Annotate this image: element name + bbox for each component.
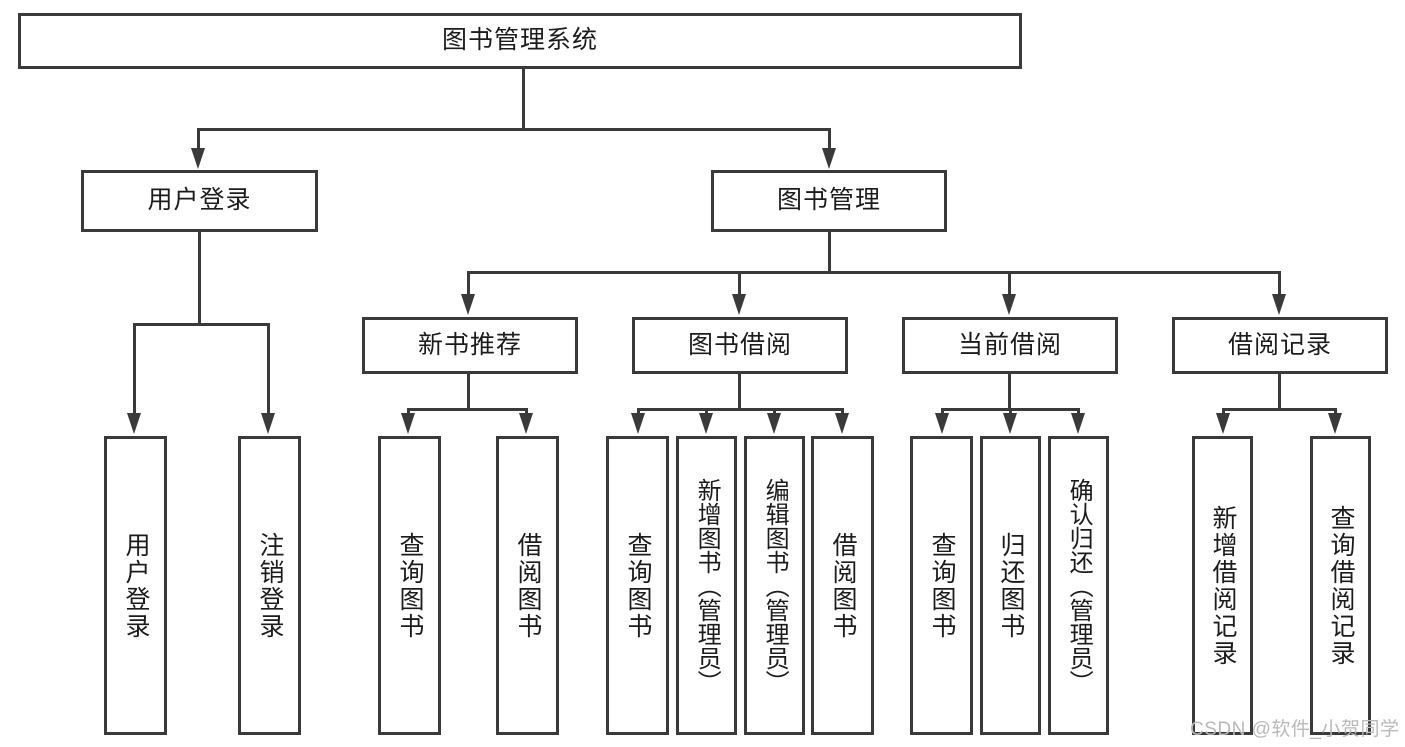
arrowhead-to-leaf-query-book-1 bbox=[401, 413, 415, 434]
leaf-query-borrow-record[interactable]: 查询借阅记录 bbox=[1310, 436, 1371, 735]
leaf-add-book-admin[interactable]: 新增图书（管理员） bbox=[676, 436, 737, 735]
node-root-book-management-system[interactable]: 图书管理系统 bbox=[18, 13, 1022, 69]
connector-book-borrow-drop-1 bbox=[637, 408, 640, 415]
connector-current-borrow-drop-1 bbox=[941, 408, 944, 415]
arrowhead-to-leaf-query-book-3 bbox=[935, 413, 949, 434]
arrowhead-to-leaf-query-book-2 bbox=[631, 413, 645, 434]
connector-root-drop-2 bbox=[828, 128, 831, 148]
connector-current-borrow-stem bbox=[1008, 374, 1011, 408]
leaf-label: 查询图书 bbox=[928, 531, 956, 640]
leaf-borrow-book[interactable]: 借阅图书 bbox=[811, 436, 874, 735]
leaf-label: 用户登录 bbox=[122, 531, 150, 640]
connector-level3-drop-1 bbox=[467, 271, 470, 294]
leaf-add-borrow-record[interactable]: 新增借阅记录 bbox=[1192, 436, 1253, 735]
leaf-label: 借阅图书 bbox=[829, 531, 857, 640]
leaf-label: 新增图书（管理员） bbox=[693, 477, 721, 694]
leaf-user-login[interactable]: 用户登录 bbox=[104, 436, 167, 735]
connector-borrow-record-bus bbox=[1222, 408, 1337, 411]
leaf-label: 借阅图书 bbox=[514, 531, 542, 640]
connector-new-book-drop-2 bbox=[525, 408, 528, 415]
leaf-confirm-return-admin[interactable]: 确认归还（管理员） bbox=[1048, 436, 1109, 735]
connector-root-bus bbox=[197, 128, 831, 131]
leaf-logout[interactable]: 注销登录 bbox=[238, 436, 301, 735]
leaf-query-book-current[interactable]: 查询图书 bbox=[910, 436, 973, 735]
arrowhead-to-leaf-query-record bbox=[1328, 413, 1342, 434]
leaf-query-book-borrow[interactable]: 查询图书 bbox=[606, 436, 669, 735]
arrowhead-to-leaf-confirm-return bbox=[1071, 413, 1085, 434]
node-label: 图书借阅 bbox=[687, 330, 792, 359]
leaf-return-book[interactable]: 归还图书 bbox=[980, 436, 1041, 735]
arrowhead-to-leaf-add-book bbox=[699, 413, 713, 434]
arrowhead-to-leaf-return-book bbox=[1003, 413, 1017, 434]
node-label: 图书管理 bbox=[776, 186, 881, 215]
node-user-login[interactable]: 用户登录 bbox=[81, 170, 318, 232]
connector-level3-drop-4 bbox=[1278, 271, 1281, 294]
connector-root-stem bbox=[522, 69, 525, 128]
node-label: 新书推荐 bbox=[417, 330, 522, 359]
arrowhead-to-leaf-borrow-book-2 bbox=[835, 413, 849, 434]
connector-user-login-bus bbox=[133, 323, 270, 326]
arrowhead-to-book-management bbox=[822, 148, 836, 169]
connector-root-drop-1 bbox=[197, 128, 200, 148]
connector-user-login-stem bbox=[198, 232, 201, 323]
node-borrow-record[interactable]: 借阅记录 bbox=[1172, 317, 1388, 374]
arrowhead-to-current-borrow bbox=[1002, 294, 1016, 315]
connector-new-book-drop-1 bbox=[407, 408, 410, 415]
node-book-management[interactable]: 图书管理 bbox=[711, 170, 947, 232]
connector-level3-drop-2 bbox=[738, 271, 741, 294]
connector-book-borrow-drop-4 bbox=[841, 408, 844, 415]
connector-level3-bus bbox=[467, 271, 1281, 274]
connector-borrow-record-drop-1 bbox=[1222, 408, 1225, 415]
connector-book-borrow-stem bbox=[738, 374, 741, 408]
node-label: 当前借阅 bbox=[957, 330, 1062, 359]
arrowhead-to-book-borrow bbox=[732, 294, 746, 315]
arrowhead-to-leaf-logout bbox=[261, 413, 275, 434]
connector-book-borrow-drop-3 bbox=[773, 408, 776, 415]
arrowhead-to-leaf-edit-book bbox=[767, 413, 781, 434]
leaf-label: 编辑图书（管理员） bbox=[761, 477, 789, 694]
csdn-watermark: CSDN @软件_小贺同学 bbox=[1190, 719, 1400, 740]
leaf-label: 确认归还（管理员） bbox=[1065, 477, 1093, 694]
node-label: 用户登录 bbox=[147, 186, 252, 215]
leaf-borrow-book-recommend[interactable]: 借阅图书 bbox=[496, 436, 559, 735]
connector-level3-drop-3 bbox=[1008, 271, 1011, 294]
connector-current-borrow-drop-3 bbox=[1077, 408, 1080, 415]
node-new-book-recommend[interactable]: 新书推荐 bbox=[362, 317, 578, 374]
connector-borrow-record-stem bbox=[1278, 374, 1281, 408]
connector-book-borrow-bus bbox=[637, 408, 844, 411]
leaf-query-book-recommend[interactable]: 查询图书 bbox=[378, 436, 441, 735]
node-label: 图书管理系统 bbox=[441, 26, 598, 55]
connector-book-management-stem bbox=[828, 232, 831, 271]
leaf-label: 归还图书 bbox=[997, 531, 1025, 640]
leaf-label: 注销登录 bbox=[256, 531, 284, 640]
arrowhead-to-borrow-record bbox=[1272, 294, 1286, 315]
arrowhead-to-user-login bbox=[191, 148, 205, 169]
connector-user-login-drop-2 bbox=[267, 323, 270, 415]
leaf-label: 新增借阅记录 bbox=[1209, 504, 1237, 667]
connector-book-borrow-drop-2 bbox=[705, 408, 708, 415]
leaf-edit-book-admin[interactable]: 编辑图书（管理员） bbox=[744, 436, 805, 735]
node-book-borrow[interactable]: 图书借阅 bbox=[632, 317, 848, 374]
arrowhead-to-leaf-borrow-book-1 bbox=[519, 413, 533, 434]
arrowhead-to-leaf-add-record bbox=[1216, 413, 1230, 434]
connector-new-book-bus bbox=[407, 408, 528, 411]
connector-user-login-drop-1 bbox=[133, 323, 136, 415]
node-label: 借阅记录 bbox=[1227, 330, 1332, 359]
leaf-label: 查询借阅记录 bbox=[1327, 504, 1355, 667]
connector-new-book-stem bbox=[467, 374, 470, 408]
leaf-label: 查询图书 bbox=[396, 531, 424, 640]
connector-borrow-record-drop-2 bbox=[1334, 408, 1337, 415]
arrowhead-to-new-book-recommend bbox=[461, 294, 475, 315]
leaf-label: 查询图书 bbox=[624, 531, 652, 640]
connector-current-borrow-drop-2 bbox=[1009, 408, 1012, 415]
arrowhead-to-leaf-user-login bbox=[127, 413, 141, 434]
node-current-borrow[interactable]: 当前借阅 bbox=[902, 317, 1118, 374]
